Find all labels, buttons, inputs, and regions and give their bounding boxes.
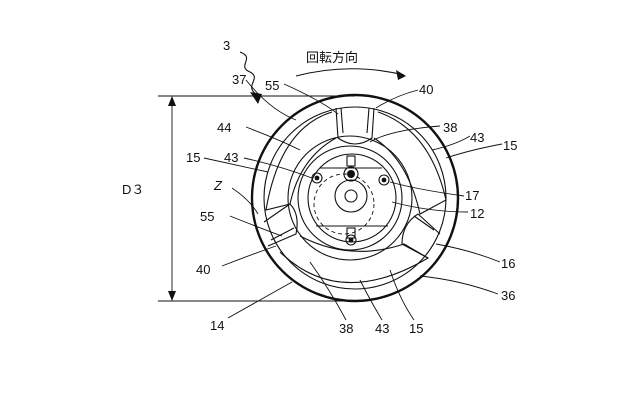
rotation-arrow [296, 69, 404, 76]
hub-inner [335, 180, 367, 212]
bolt-left [312, 173, 322, 183]
label-12: 12 [470, 206, 484, 221]
label-43-left: 43 [224, 150, 238, 165]
label-15-left: 15 [186, 150, 200, 165]
bolt-right [379, 175, 389, 185]
label-40-left: 40 [196, 262, 210, 277]
label-55-top: 55 [265, 78, 279, 93]
label-rotation-direction: 回転方向 [306, 50, 358, 66]
label-15-bottom: 15 [409, 321, 423, 336]
hub-ring-2 [298, 146, 402, 250]
bolt-bottom [346, 235, 356, 245]
label-44: 44 [217, 120, 231, 135]
assembly-arrowhead [250, 92, 262, 104]
hub-center [345, 190, 357, 202]
label-17: 17 [465, 188, 479, 203]
label-38-bottom: 38 [339, 321, 353, 336]
label-16: 16 [501, 256, 515, 271]
top-notch [347, 156, 355, 166]
rotation-arrowhead [396, 70, 406, 80]
label-55-left: 55 [200, 209, 214, 224]
label-38-top: 38 [443, 120, 457, 135]
label-36: 36 [501, 288, 515, 303]
label-assembly: 3 [223, 38, 230, 53]
label-15-right: 15 [503, 138, 517, 153]
label-43-top-right: 43 [470, 130, 484, 145]
label-43-bottom: 43 [375, 321, 389, 336]
diameter-dimension [158, 96, 355, 301]
blade-segments [266, 112, 446, 283]
label-40-top: 40 [419, 82, 433, 97]
label-diameter: D３ [122, 182, 144, 197]
label-14: 14 [210, 318, 224, 333]
label-z: Z [213, 178, 223, 193]
outer-rim [252, 95, 458, 301]
label-37: 37 [232, 72, 246, 87]
